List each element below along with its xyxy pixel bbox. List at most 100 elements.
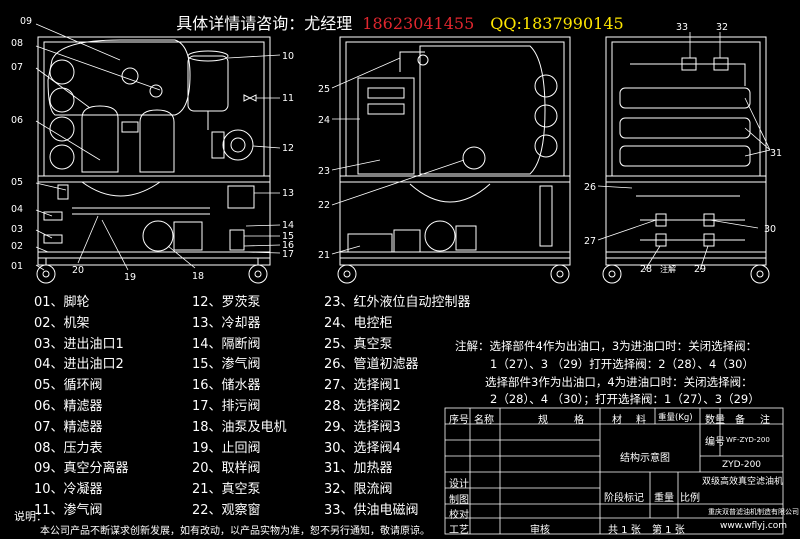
fine-filter [139, 109, 175, 173]
part-item: 25、真空泵 [324, 336, 393, 352]
filter-circle [49, 87, 75, 113]
front-frame-outer [37, 36, 271, 266]
part-item: 20、取样阀 [192, 461, 261, 477]
callout-label: 03 [11, 224, 23, 235]
callout-label: 16 [282, 240, 294, 251]
callout-label: 19 [124, 272, 136, 283]
sheet-number: 第 1 张 [652, 525, 685, 536]
part-item: 05、循环阀 [34, 378, 103, 394]
callout-label: 31 [770, 148, 782, 159]
front-view [36, 36, 271, 284]
contact-title: 具体详情请咨询：尤经理 [176, 14, 353, 33]
motor [173, 221, 203, 251]
callout-label: 22 [318, 200, 330, 211]
note-line: 2（28）、4 （30）；打开选择阀：1（27）、3（29） [490, 392, 760, 406]
contact-header: 具体详情请咨询：尤经理 18623041455 QQ:1837990145 [0, 10, 800, 34]
callout-label: 注解 [660, 264, 676, 274]
part-item: 12、罗茨泵 [192, 295, 261, 310]
note-line: 注解：选择部件4作为出油口，3为进油口时：关闭选择阀： [455, 339, 758, 353]
pressure-gauge [149, 84, 163, 98]
part-item: 07、精滤器 [34, 419, 103, 435]
part-item: 06、精滤器 [34, 398, 103, 414]
tb-header-5: 料 [636, 415, 646, 426]
row-draw: 制图 [449, 495, 469, 506]
part-item: 30、选择阀4 [324, 440, 401, 456]
lower-tank [409, 183, 491, 203]
callout-label: 01 [11, 261, 23, 272]
caster [337, 264, 357, 284]
callout-label: 08 [11, 38, 23, 49]
part-item: 02、机架 [34, 315, 90, 331]
tb-header-8: 备 [735, 415, 745, 426]
part-item: 11、渗气阀 [34, 502, 103, 518]
code-label: 编号 [705, 437, 725, 448]
callout-label: 14 [282, 220, 294, 231]
footer-label: 说明： [14, 510, 47, 523]
callout-label: 33 [676, 22, 688, 33]
row-process: 工艺 [449, 525, 469, 536]
qq-number: QQ:1837990145 [490, 14, 624, 33]
part-item: 22、观察窗 [192, 502, 261, 518]
part-item: 33、供油电磁阀 [324, 502, 419, 518]
filter-circle [49, 144, 75, 170]
callout-label: 21 [318, 250, 330, 261]
callout-label: 30 [764, 224, 776, 235]
part-item: 13、冷却器 [192, 315, 261, 331]
part-item: 15、渗气阀 [192, 357, 261, 373]
callout-label: 26 [584, 182, 596, 193]
part-item: 04、进出油口2 [34, 357, 124, 373]
part-item: 09、真空分离器 [34, 461, 129, 477]
roots-pump [222, 129, 254, 161]
part-item: 23、红外液位自动控制器 [324, 295, 471, 310]
note-line: 选择部件3作为出油口，4为进油口时：关闭选择阀： [485, 375, 753, 389]
tb-header-4: 材 [612, 415, 622, 426]
footer-text: 本公司产品不断谋求创新发展，如有改动，以产品实物为准，恕不另行通知，敬请原谅。 [40, 526, 430, 537]
caster [750, 264, 770, 284]
callout-label: 23 [318, 166, 330, 177]
middle-view [337, 36, 571, 284]
cooler [227, 185, 255, 209]
part-item: 24、电控柜 [324, 315, 393, 331]
caster [248, 264, 268, 284]
row-check: 校对 [449, 510, 469, 521]
part-item: 08、压力表 [34, 440, 103, 456]
part-item: 27、选择阀1 [324, 378, 401, 394]
company-name: 重庆双普滤油机制造有限公司 [708, 508, 799, 516]
fine-filter [81, 105, 119, 173]
callout-label: 32 [716, 22, 728, 33]
audit-label: 审核 [530, 525, 550, 536]
oil-pump [142, 220, 174, 252]
part-item: 16、储水器 [192, 378, 261, 394]
heater [619, 145, 751, 167]
part-item: 10、冷凝器 [34, 482, 103, 498]
control-cabinet [357, 77, 415, 175]
phone-number: 18623041455 [362, 14, 475, 33]
vacuum-pump [347, 233, 393, 253]
callout-label: 29 [694, 264, 706, 275]
callout-label: 11 [282, 93, 294, 104]
stage-weight: 重量 [654, 493, 674, 504]
stage-mark: 阶段标记 [604, 493, 644, 504]
callout-label: 24 [318, 115, 330, 126]
heater [619, 117, 751, 139]
heater [619, 87, 751, 109]
part-item: 03、进出油口1 [34, 336, 124, 352]
tb-header-2: 规 [538, 415, 548, 426]
callout-numbers: 09 08 07 06 05 04 03 02 01 10 11 12 13 1… [11, 16, 782, 283]
tb-header-7: 数量 [705, 415, 725, 426]
tb-header-3: 格 [574, 415, 584, 426]
tb-header-9: 注 [760, 415, 770, 426]
callout-label: 18 [192, 271, 204, 282]
leader-lines [35, 23, 771, 271]
filter-circle [49, 116, 75, 142]
condenser [187, 55, 229, 112]
title-block [444, 407, 784, 535]
row-design: 设计 [449, 479, 469, 490]
filter-circle [49, 59, 75, 85]
sight-window [462, 146, 486, 170]
callout-label: 15 [282, 231, 294, 242]
part-item: 19、止回阀 [192, 440, 261, 456]
part-item: 14、隔断阀 [192, 336, 261, 352]
